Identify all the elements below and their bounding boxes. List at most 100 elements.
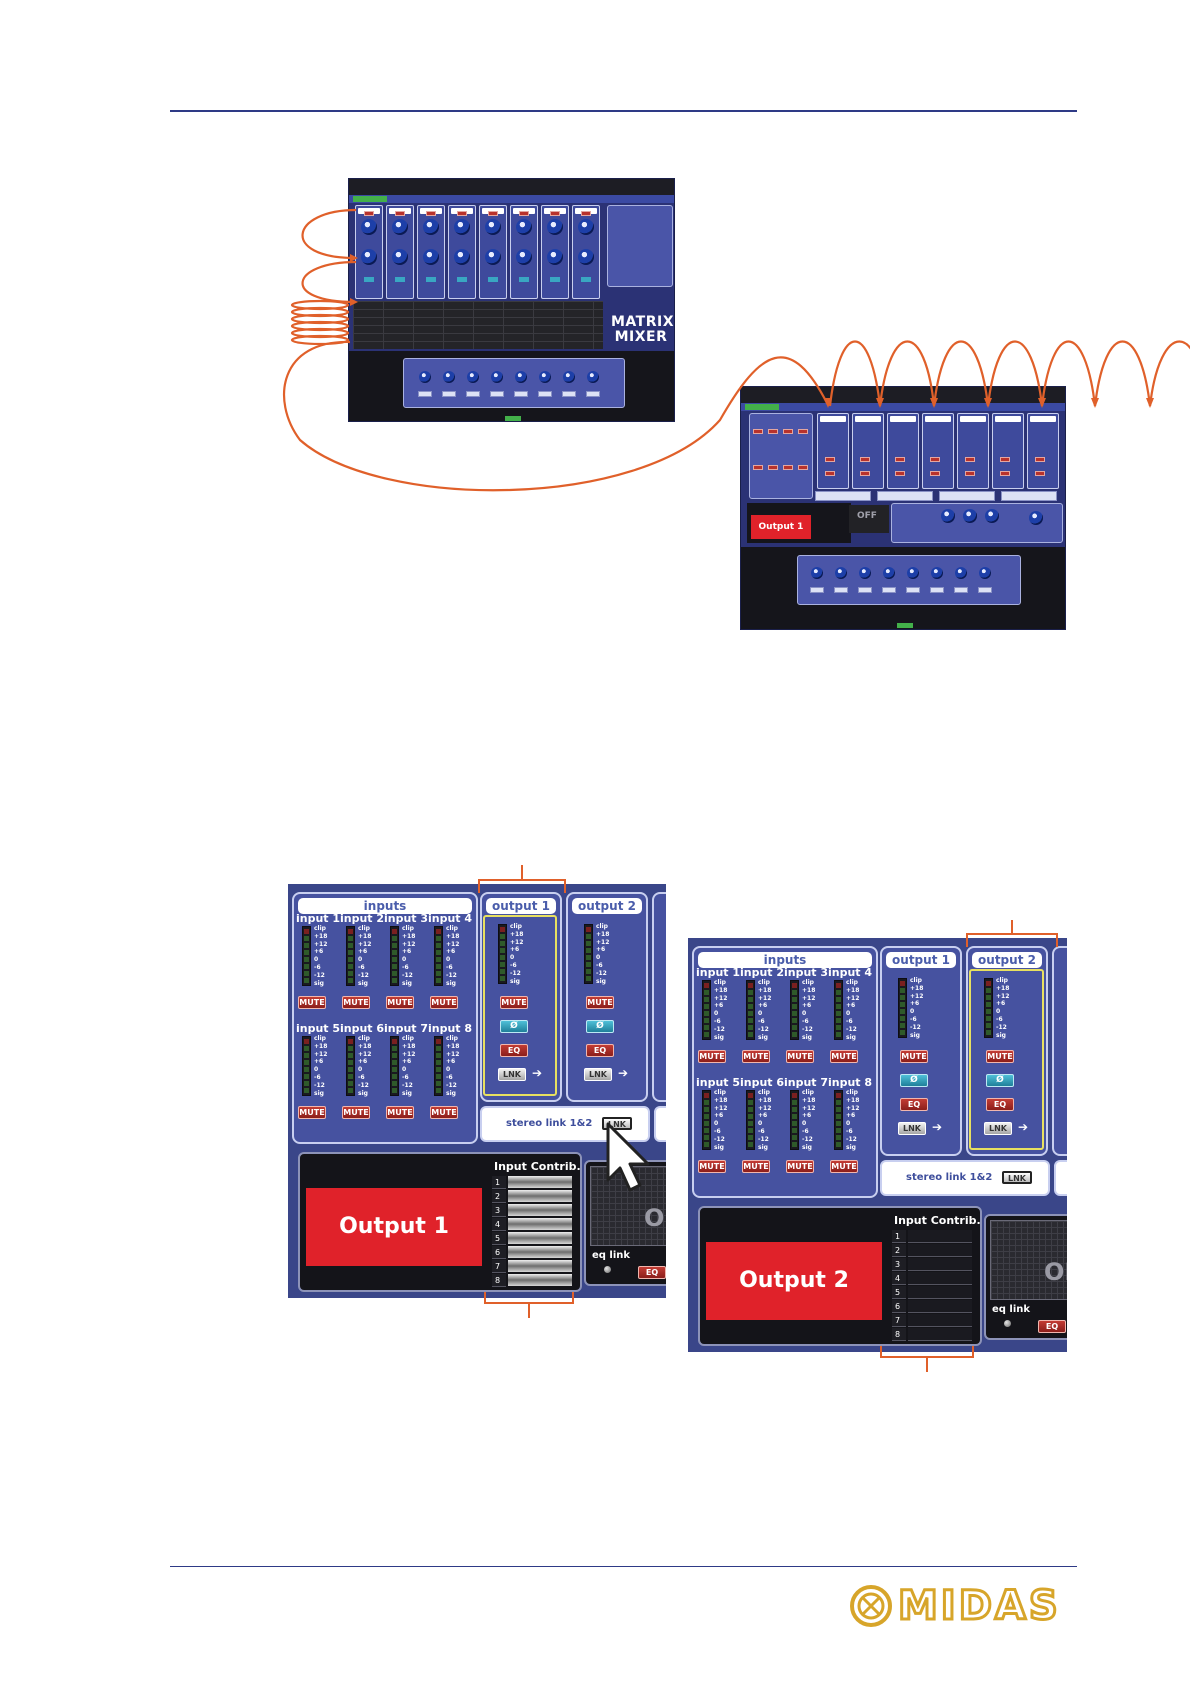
delay-knob[interactable] (1029, 511, 1043, 525)
L-input-mute-1[interactable]: MUTE (298, 996, 326, 1009)
matrix-level-knob-1[interactable] (361, 219, 377, 235)
assignable-button-3[interactable] (466, 391, 480, 397)
assignable-button-8[interactable] (586, 391, 600, 397)
assignable-knob-8[interactable] (587, 371, 599, 383)
out-assignable-button-5[interactable] (906, 587, 920, 593)
output-mute-1[interactable] (825, 457, 835, 462)
matrix-align-knob-8[interactable] (578, 249, 594, 265)
L-contrib-fader-8[interactable] (508, 1274, 572, 1286)
out-assignable-button-1[interactable] (810, 587, 824, 593)
matrix-level-knob-2[interactable] (392, 219, 408, 235)
R-contrib-empty-8[interactable] (908, 1328, 972, 1341)
L-input-mute-8[interactable]: MUTE (430, 1106, 458, 1119)
L-input-mute-2[interactable]: MUTE (342, 996, 370, 1009)
out-assignable-knob-3[interactable] (859, 567, 871, 579)
out-assignable-button-7[interactable] (954, 587, 968, 593)
R-output-phase-2[interactable]: Ø (986, 1074, 1014, 1087)
assignable-button-2[interactable] (442, 391, 456, 397)
out-assignable-knob-1[interactable] (811, 567, 823, 579)
matrix-align-knob-1[interactable] (361, 249, 377, 265)
R-input-mute-1[interactable]: MUTE (698, 1050, 726, 1063)
out-assignable-button-2[interactable] (834, 587, 848, 593)
small-input-mute-6[interactable] (768, 465, 778, 470)
out-assignable-button-6[interactable] (930, 587, 944, 593)
output-eq-6[interactable] (1000, 471, 1010, 476)
output-mute-7[interactable] (1035, 457, 1045, 462)
matrix-sel-1[interactable] (364, 277, 374, 282)
R-output-mute-2[interactable]: MUTE (986, 1050, 1014, 1063)
output-eq-7[interactable] (1035, 471, 1045, 476)
small-input-mute-8[interactable] (798, 465, 808, 470)
R-input-mute-2[interactable]: MUTE (742, 1050, 770, 1063)
assignable-button-1[interactable] (418, 391, 432, 397)
R-output-eq-1[interactable]: EQ (900, 1098, 928, 1111)
output-mute-6[interactable] (1000, 457, 1010, 462)
L-output-mute-2[interactable]: MUTE (586, 996, 614, 1009)
matrix-mute-6[interactable] (519, 211, 529, 216)
eq-frequency-knob[interactable] (963, 509, 977, 523)
L-output-link-1[interactable]: LNK (498, 1068, 526, 1081)
matrix-level-knob-8[interactable] (578, 219, 594, 235)
assignable-knob-2[interactable] (443, 371, 455, 383)
small-input-mute-3[interactable] (783, 429, 793, 434)
L-output-link-2[interactable]: LNK (584, 1068, 612, 1081)
matrix-sel-7[interactable] (550, 277, 560, 282)
output-mute-3[interactable] (895, 457, 905, 462)
assignable-knob-7[interactable] (563, 371, 575, 383)
R-input-mute-7[interactable]: MUTE (786, 1160, 814, 1173)
matrix-mute-8[interactable] (581, 211, 591, 216)
output-eq-4[interactable] (930, 471, 940, 476)
R-output-eq-2[interactable]: EQ (986, 1098, 1014, 1111)
R-contrib-empty-1[interactable] (908, 1230, 972, 1243)
R-contrib-empty-2[interactable] (908, 1244, 972, 1257)
L-output-phase-1[interactable]: Ø (500, 1020, 528, 1033)
R-contrib-empty-5[interactable] (908, 1286, 972, 1299)
matrix-level-knob-3[interactable] (423, 219, 439, 235)
L-input-mute-7[interactable]: MUTE (386, 1106, 414, 1119)
L-output-phase-2[interactable]: Ø (586, 1020, 614, 1033)
out-assignable-knob-7[interactable] (955, 567, 967, 579)
matrix-align-knob-5[interactable] (485, 249, 501, 265)
matrix-level-knob-4[interactable] (454, 219, 470, 235)
out-assignable-knob-4[interactable] (883, 567, 895, 579)
out-assignable-button-4[interactable] (882, 587, 896, 593)
R-output-link-1[interactable]: LNK (898, 1122, 926, 1135)
out-assignable-button-8[interactable] (978, 587, 992, 593)
small-input-mute-5[interactable] (753, 465, 763, 470)
L-contrib-fader-4[interactable] (508, 1218, 572, 1230)
output-mute-5[interactable] (965, 457, 975, 462)
out-assignable-knob-8[interactable] (979, 567, 991, 579)
R-input-mute-6[interactable]: MUTE (742, 1160, 770, 1173)
out-assignable-knob-6[interactable] (931, 567, 943, 579)
L-output-mute-1[interactable]: MUTE (500, 996, 528, 1009)
matrix-mute-4[interactable] (457, 211, 467, 216)
L-contrib-fader-7[interactable] (508, 1260, 572, 1272)
R-output-mute-1[interactable]: MUTE (900, 1050, 928, 1063)
output-mute-2[interactable] (860, 457, 870, 462)
matrix-mute-7[interactable] (550, 211, 560, 216)
R-contrib-empty-3[interactable] (908, 1258, 972, 1271)
L-contrib-fader-6[interactable] (508, 1246, 572, 1258)
R-input-mute-4[interactable]: MUTE (830, 1050, 858, 1063)
eq-link-eq-button[interactable]: EQ (638, 1266, 666, 1279)
assignable-knob-1[interactable] (419, 371, 431, 383)
L-contrib-fader-3[interactable] (508, 1204, 572, 1216)
assignable-knob-3[interactable] (467, 371, 479, 383)
L-input-mute-5[interactable]: MUTE (298, 1106, 326, 1119)
eq-width-knob[interactable] (941, 509, 955, 523)
assignable-button-5[interactable] (514, 391, 528, 397)
out-assignable-knob-5[interactable] (907, 567, 919, 579)
R-output-phase-1[interactable]: Ø (900, 1074, 928, 1087)
matrix-align-knob-4[interactable] (454, 249, 470, 265)
eq-link-eq-button-2[interactable]: EQ (1038, 1320, 1066, 1333)
assignable-button-6[interactable] (538, 391, 552, 397)
matrix-level-knob-5[interactable] (485, 219, 501, 235)
L-contrib-fader-2[interactable] (508, 1190, 572, 1202)
L-contrib-fader-1[interactable] (508, 1176, 572, 1188)
L-contrib-fader-5[interactable] (508, 1232, 572, 1244)
R-output-link-2[interactable]: LNK (984, 1122, 1012, 1135)
stereo-link-button-2[interactable]: LNK (1002, 1171, 1032, 1184)
matrix-level-knob-6[interactable] (516, 219, 532, 235)
small-input-mute-7[interactable] (783, 465, 793, 470)
matrix-sel-5[interactable] (488, 277, 498, 282)
